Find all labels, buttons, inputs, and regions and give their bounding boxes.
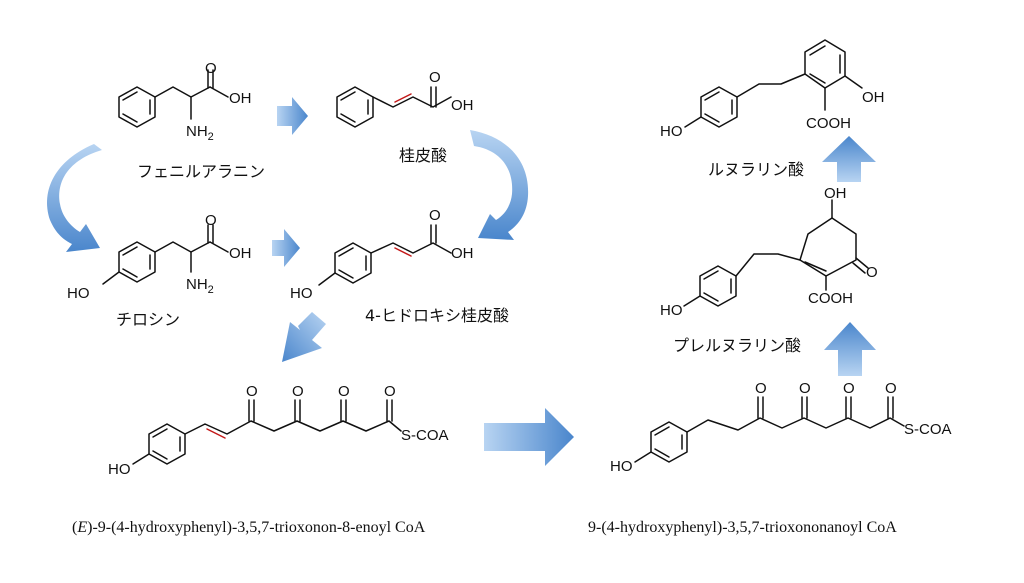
- enoyl-ho-label: HO: [108, 461, 131, 478]
- arrow-cinnamic-to-coumaric: [470, 130, 529, 240]
- phenylalanine-structure: O OH NH2: [118, 60, 252, 143]
- arrow-phenylalanine-to-cinnamic: [277, 97, 308, 135]
- enoyl-o-4: O: [384, 383, 396, 400]
- nonanoyl-ho-label: HO: [610, 458, 633, 475]
- cinnamic-oh-label: OH: [451, 97, 474, 114]
- lunularic-acid-structure: HO OH COOH: [660, 39, 885, 140]
- prelunularic-oh-label: OH: [824, 185, 847, 202]
- nonanoyl-o-3: O: [843, 380, 855, 397]
- coumaric-oh-label: OH: [451, 245, 474, 262]
- arrow-prelunularic-to-lunularic: [822, 136, 876, 182]
- enoyl-o-2: O: [292, 383, 304, 400]
- arrow-coumaric-to-enoyl: [282, 312, 326, 362]
- phenylalanine-carbonyl-o: O: [205, 60, 217, 77]
- tyrosine-structure: HO O OH NH2: [67, 212, 252, 302]
- cinnamic-carbonyl-o: O: [429, 69, 441, 86]
- phenylalanine-oh-label: OH: [229, 90, 252, 107]
- nonanoyl-coa-structure: HO O O O O S-COA: [610, 380, 952, 475]
- coumaric-acid-label: 4-ヒドロキシ桂皮酸: [365, 306, 509, 325]
- prelunularic-ho-label: HO: [660, 302, 683, 319]
- phenylalanine-nh2-label: NH2: [186, 123, 214, 143]
- coumaric-acid-structure: HO O OH: [290, 207, 474, 302]
- coumaric-ho-label: HO: [290, 285, 313, 302]
- nonanoyl-o-1: O: [755, 380, 767, 397]
- prelunularic-acid-structure: HO OH O COOH: [660, 185, 878, 319]
- tyrosine-ho-label: HO: [67, 285, 90, 302]
- arrow-enoyl-to-nonanoyl: [484, 408, 574, 466]
- enoyl-o-1: O: [246, 383, 258, 400]
- lunularic-ho-label: HO: [660, 123, 683, 140]
- cinnamic-acid-label: 桂皮酸: [399, 146, 447, 165]
- enoyl-sco-label: S-COA: [401, 427, 449, 444]
- tyrosine-label: チロシン: [116, 310, 180, 329]
- lunularic-cooh-label: COOH: [806, 115, 851, 132]
- nonanoyl-o-2: O: [799, 380, 811, 397]
- prelunularic-cooh-label: COOH: [808, 290, 853, 307]
- nonanoyl-coa-label: 9-(4-hydroxyphenyl)-3,5,7-triox­ononanoy…: [588, 519, 897, 536]
- enoyl-o-3: O: [338, 383, 350, 400]
- prelunularic-acid-label: プレルヌラリン酸: [673, 336, 801, 355]
- arrow-phenylalanine-to-tyrosine: [47, 144, 102, 252]
- nonanoyl-o-4: O: [885, 380, 897, 397]
- coumaric-carbonyl-o: O: [429, 207, 441, 224]
- lunularic-oh-label: OH: [862, 89, 885, 106]
- lunularic-acid-label: ルヌラリン酸: [708, 160, 804, 179]
- tyrosine-oh-label: OH: [229, 245, 252, 262]
- tyrosine-carbonyl-o: O: [205, 212, 217, 229]
- enoyl-coa-label: (E)-9-(4-hydroxyphenyl)-3,5,7-trioxonon-…: [72, 519, 426, 536]
- nonanoyl-sco-label: S-COA: [904, 421, 952, 438]
- cinnamic-acid-structure: O OH: [336, 69, 474, 128]
- phenylalanine-label: フェニルアラニン: [137, 162, 265, 181]
- arrow-nonanoyl-to-prelunularic: [824, 322, 876, 376]
- prelunularic-ketone-o: O: [866, 264, 878, 281]
- tyrosine-nh2-label: NH2: [186, 276, 214, 296]
- enoyl-coa-structure: HO O O O O S-COA: [108, 383, 449, 478]
- arrow-tyrosine-to-coumaric: [272, 229, 300, 267]
